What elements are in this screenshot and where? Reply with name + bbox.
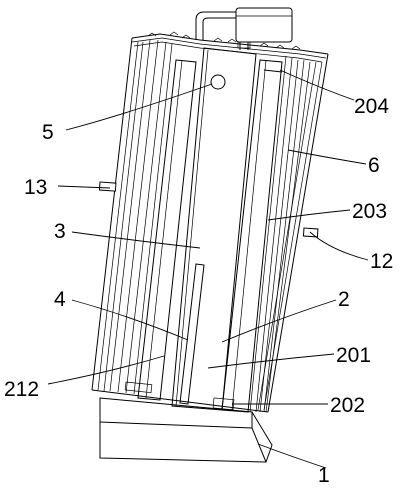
right-chamber	[212, 59, 283, 413]
leader-lines	[47, 69, 369, 469]
label-203: 203	[352, 200, 387, 223]
label-2: 2	[338, 288, 350, 311]
label-201: 201	[336, 344, 371, 367]
label-3: 3	[54, 220, 66, 243]
left-fins	[97, 39, 173, 395]
reference-labels: 5 204 6 13 203 12 3 4 2 201 212 202 1	[4, 95, 393, 487]
label-202: 202	[330, 394, 365, 417]
label-4: 4	[54, 288, 66, 311]
central-plate	[171, 47, 257, 411]
label-204: 204	[354, 95, 389, 118]
label-12: 12	[370, 250, 393, 273]
port-circle	[210, 74, 226, 90]
left-chamber	[124, 59, 197, 401]
right-fins	[249, 55, 311, 413]
base-block	[99, 397, 273, 463]
top-header	[195, 7, 293, 50]
top-edge	[131, 31, 329, 63]
slot	[179, 263, 205, 405]
label-6: 6	[368, 154, 380, 177]
side-nozzles	[98, 181, 319, 238]
label-13: 13	[24, 176, 47, 199]
label-1: 1	[318, 464, 330, 487]
label-212: 212	[4, 378, 39, 401]
outer-frame	[91, 37, 329, 413]
label-5: 5	[42, 121, 54, 144]
